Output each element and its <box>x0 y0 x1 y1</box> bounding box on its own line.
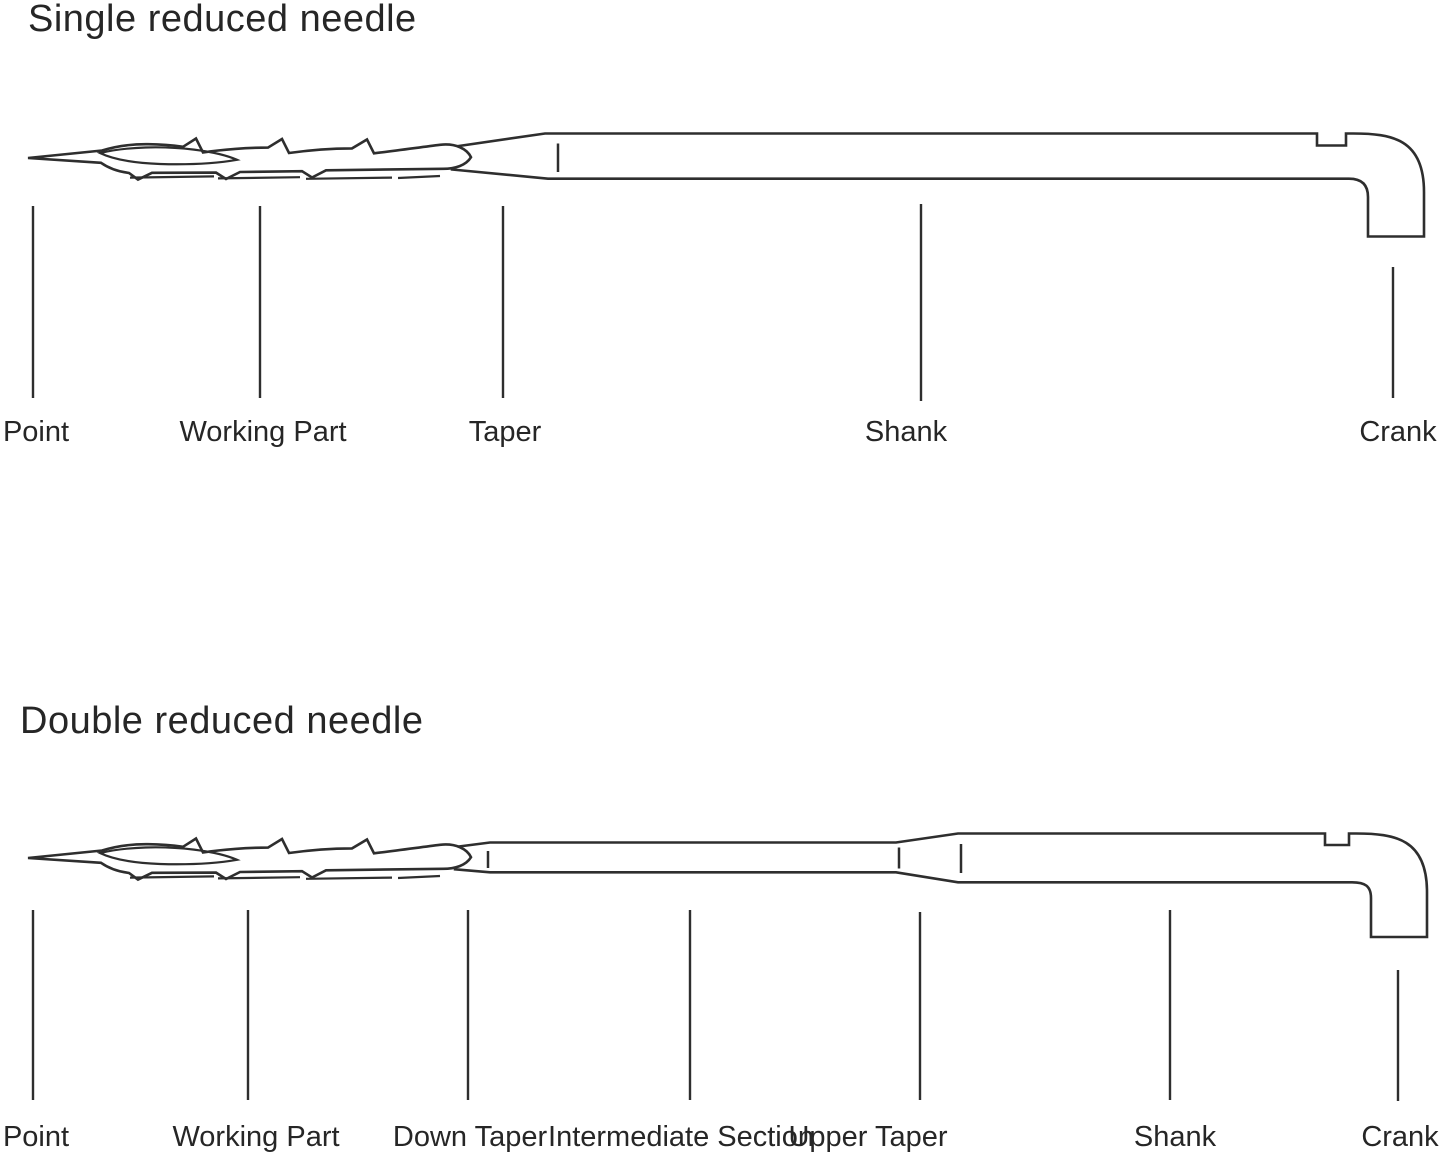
label-point: Point <box>2 1121 70 1153</box>
single-reduced-needle-title: Single reduced needle <box>28 0 417 40</box>
label-shank: Shank <box>864 416 948 448</box>
double-reduced-needle-title: Double reduced needle <box>20 700 424 742</box>
label-intermediate-section: Intermediate Section <box>548 1121 814 1153</box>
label-upper-taper: Upper Taper <box>788 1121 948 1153</box>
label-taper: Taper <box>468 416 542 448</box>
label-point: Point <box>2 416 70 448</box>
working-part-drawing <box>26 837 473 881</box>
single-reduced-needle-drawing <box>26 132 1426 401</box>
label-crank: Crank <box>1361 1121 1439 1153</box>
double-needle-body-outline <box>453 832 1429 939</box>
single-needle-body-outline <box>450 132 1426 238</box>
working-part-drawing <box>26 137 473 181</box>
label-working-part: Working Part <box>172 1121 340 1153</box>
label-working-part: Working Part <box>179 416 347 448</box>
double-reduced-needle-drawing <box>26 832 1429 1101</box>
label-down-taper: Down Taper <box>392 1121 548 1153</box>
label-crank: Crank <box>1359 416 1437 448</box>
label-shank: Shank <box>1133 1121 1217 1153</box>
